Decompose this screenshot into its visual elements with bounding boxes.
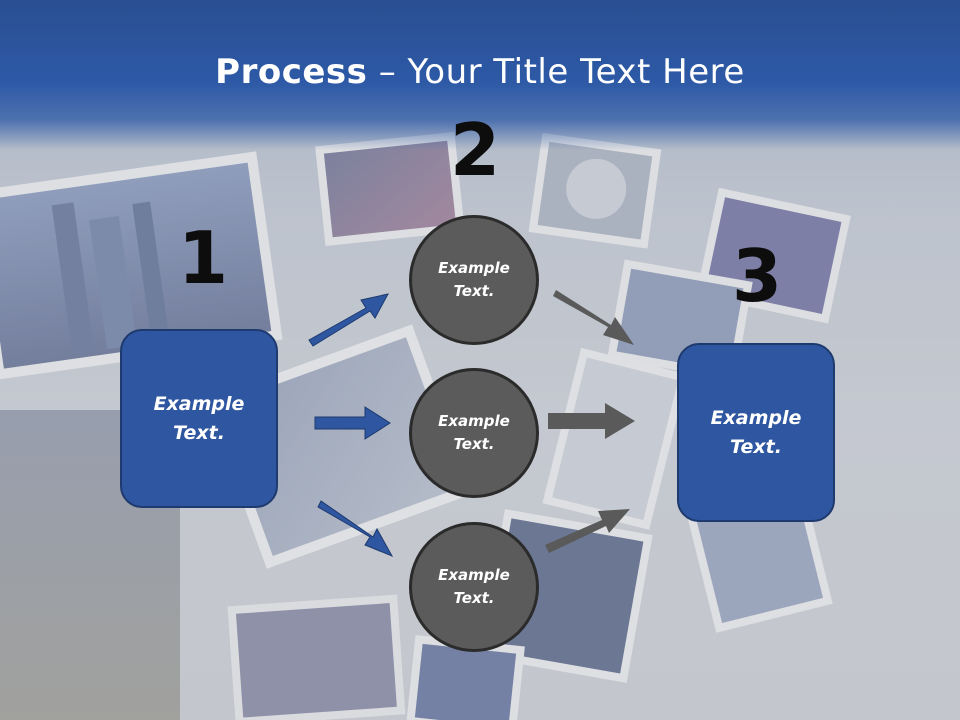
slide-title: Process – Your Title Text Here — [0, 52, 960, 92]
blue-arrow-down — [317, 500, 394, 557]
blue-arrow-up — [308, 293, 389, 347]
title-dash: – — [367, 52, 408, 92]
right-box-text: Example Text. — [710, 407, 802, 458]
title-rest: Your Title Text Here — [407, 52, 745, 92]
step-number-3: 3 — [732, 234, 783, 318]
gray-arrow-down — [553, 290, 634, 345]
step-number-2: 2 — [450, 108, 501, 192]
title-bold: Process — [215, 52, 368, 92]
photo-frame — [0, 151, 283, 380]
circle-middle-text: Example Text. — [438, 411, 510, 453]
process-circle-top: Example Text. — [409, 215, 539, 345]
left-box-text: Example Text. — [153, 393, 245, 444]
circle-top-text: Example Text. — [438, 258, 510, 300]
blue-arrow-right — [314, 406, 391, 440]
process-circle-middle: Example Text. — [409, 368, 539, 498]
circle-bottom-text: Example Text. — [438, 565, 510, 607]
gray-arrow-right — [548, 403, 635, 439]
gray-arrow-up — [545, 509, 630, 553]
process-circle-bottom: Example Text. — [409, 522, 539, 652]
title-bar — [0, 0, 960, 150]
right-process-box: Example Text. — [677, 343, 835, 522]
step-number-1: 1 — [178, 216, 229, 300]
left-process-box: Example Text. — [120, 329, 278, 508]
